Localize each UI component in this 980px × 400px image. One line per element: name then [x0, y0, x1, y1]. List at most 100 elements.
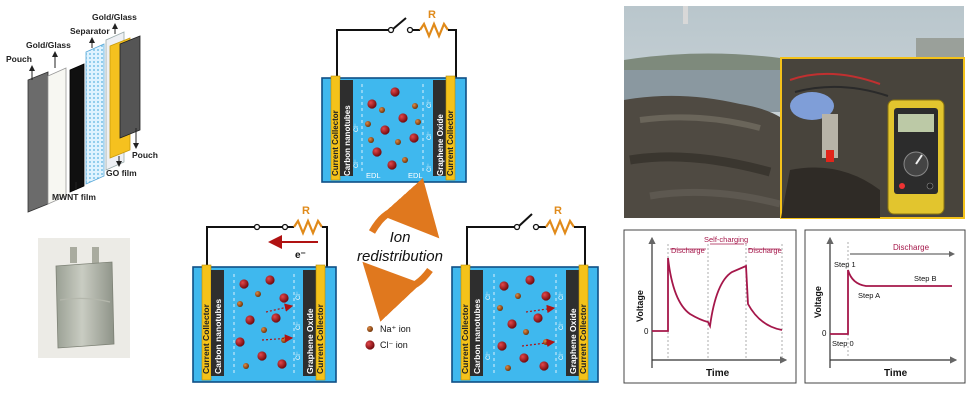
- ion-move-arrow: [261, 334, 294, 343]
- field-photo: [624, 6, 965, 219]
- na-ion: [497, 305, 503, 311]
- cl-symbol: Cl⁻: [427, 99, 433, 108]
- cell-bottom-right: R Current Collector Carbon nanotubes Gra…: [451, 205, 599, 383]
- cl-ion: [525, 275, 535, 285]
- legend-cl-marker: [365, 340, 375, 350]
- lighthouse: [683, 6, 688, 24]
- na-ion: [255, 291, 261, 297]
- collector-right-text-br: Current Collector: [578, 303, 588, 374]
- cl-symbols-bl: Cl⁻ Cl⁻ Cl⁻: [296, 291, 302, 360]
- electrode-left-top: [340, 80, 353, 176]
- collector-right-text-top: Current Collector: [446, 110, 455, 176]
- chart-right-phase: Discharge: [893, 243, 930, 252]
- label-gold-right: Gold/Glass: [92, 12, 137, 22]
- cl-ion: [257, 351, 267, 361]
- label-pouch-right: Pouch: [132, 150, 158, 160]
- cl-ion: [539, 361, 549, 371]
- cl-symbol: Cl⁻: [486, 291, 492, 300]
- cl-symbols-right-top: Cl⁻ Cl⁻ Cl⁻: [427, 99, 433, 172]
- na-ion: [368, 137, 374, 143]
- chart-right-step-1: Step 1: [834, 260, 856, 269]
- layer-pouch-left: [27, 71, 49, 213]
- chart-right-zero: 0: [822, 329, 827, 338]
- label-pouch-left: Pouch: [6, 54, 32, 64]
- chart-left-ylabel: Voltage: [635, 290, 645, 322]
- legend-cl-label: Cl⁻ ion: [380, 340, 408, 350]
- chart-right-curve: [830, 269, 952, 335]
- cl-ion: [380, 125, 390, 135]
- electrode-right-text-bl: Graphene Oxide: [305, 308, 315, 374]
- cycle-label-line2: redistribution: [357, 248, 443, 265]
- cl-symbols-left-top: Cl⁻ Cl⁻: [354, 123, 360, 168]
- cl-symbol: Cl⁻: [296, 321, 302, 330]
- pouch-cell-photo: [38, 238, 130, 358]
- layer-gold-left: [47, 67, 67, 205]
- exploded-view: Pouch Gold/Glass Separator Gold/Glass Po…: [6, 12, 158, 213]
- chart-right-step-b: Step B: [914, 274, 937, 283]
- collector-right-bl: [315, 264, 326, 381]
- cl-symbol: Cl⁻: [354, 159, 360, 168]
- resistor-label-bottom-left: R: [302, 205, 310, 217]
- cl-ion: [277, 359, 287, 369]
- collector-right-top: [445, 75, 456, 181]
- na-ion: [365, 121, 371, 127]
- cycle-label-line1: Ion: [390, 229, 411, 246]
- pouch-body: [55, 261, 115, 349]
- electron-label: e⁻: [295, 250, 306, 261]
- resistor-top: [419, 21, 449, 39]
- label-gold-left: Gold/Glass: [26, 40, 71, 50]
- cycle-arrow-bottom: [362, 261, 433, 322]
- cl-ion: [271, 313, 281, 323]
- chart-right-step-a: Step A: [858, 291, 880, 300]
- tab-left: [70, 247, 77, 263]
- chart-right-frame: [804, 229, 966, 384]
- cl-ion: [541, 291, 551, 301]
- na-ion: [379, 107, 385, 113]
- chart-left-frame: [623, 229, 797, 384]
- cl-ion: [239, 279, 249, 289]
- chart-left-xlabel: Time: [706, 368, 730, 379]
- cell-bottom-left: R e⁻ Current Collector Carbon nanotubes …: [192, 205, 337, 383]
- cl-ion: [499, 281, 509, 291]
- cl-symbol: Cl⁻: [559, 321, 565, 330]
- electrode-left-text-top: Carbon nanotubes: [343, 105, 352, 176]
- resistor-bottom-left: [293, 218, 323, 236]
- cl-ion: [507, 319, 517, 329]
- cl-ion: [387, 160, 397, 170]
- na-ion: [243, 363, 249, 369]
- electrode-right-text-br: Graphene Oxide: [568, 308, 578, 374]
- cl-symbol: Cl⁻: [559, 351, 565, 360]
- na-ion: [505, 365, 511, 371]
- electrode-left-bl: [211, 270, 224, 376]
- collector-right-text-bl: Current Collector: [315, 303, 325, 374]
- breakwater: [916, 38, 964, 60]
- electrode-right-text-top: Graphene Oxide: [436, 114, 445, 176]
- hand-glove: [790, 92, 834, 120]
- cl-symbols-br: Cl⁻ Cl⁻ Cl⁻ Cl⁻ Cl⁻: [486, 291, 565, 360]
- legend-na-marker: [367, 326, 373, 332]
- label-mwnt-film: MWNT film: [52, 192, 96, 202]
- cl-symbol: Cl⁻: [427, 163, 433, 172]
- multimeter-display: [898, 114, 934, 132]
- cl-ion: [235, 337, 245, 347]
- ion-move-arrow: [525, 304, 556, 314]
- cl-ion: [265, 275, 275, 285]
- electrode-left-text-bl: Carbon nanotubes: [213, 299, 223, 374]
- na-ion: [402, 157, 408, 163]
- na-ion: [261, 327, 267, 333]
- cl-ion: [372, 147, 382, 157]
- chart-right-ylabel: Voltage: [813, 286, 823, 318]
- collector-left-text-top: Current Collector: [331, 110, 340, 176]
- cl-ion: [497, 341, 507, 351]
- resistor-bottom-right: [545, 218, 575, 236]
- electrode-right-top: [433, 80, 446, 176]
- cl-symbol: Cl⁻: [559, 291, 565, 300]
- cl-ion: [390, 87, 400, 97]
- na-ion: [412, 103, 418, 109]
- cl-ion: [279, 293, 289, 303]
- cell-top: R Current Collector Carbon nanotubes Gra…: [321, 9, 467, 183]
- cycle-arrow-top: [368, 178, 440, 239]
- chart-left-phase-1: Discharge: [671, 246, 705, 255]
- legend: Na⁺ ion Cl⁻ ion: [365, 324, 411, 350]
